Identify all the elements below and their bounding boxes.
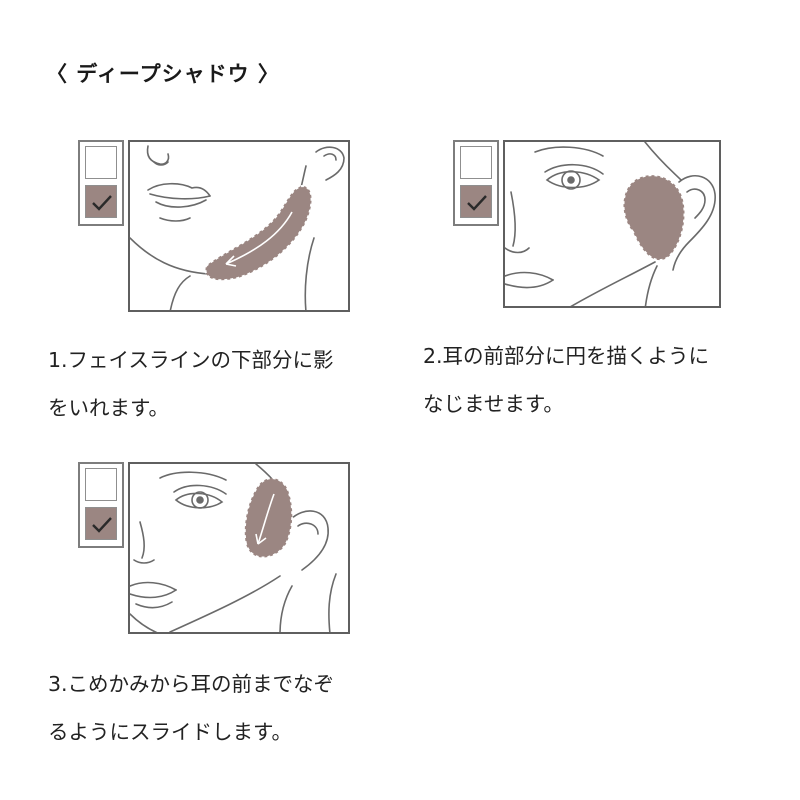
- caption-line: 3.こめかみから耳の前までなぞ: [48, 672, 335, 696]
- palette-swatch-selected: [460, 185, 492, 218]
- shadow-area: [204, 184, 313, 282]
- step-caption: 3.こめかみから耳の前までなぞ るようにスライドします。: [48, 660, 378, 756]
- check-icon: [92, 195, 112, 211]
- face-illustration-jawline: [128, 140, 350, 312]
- check-icon: [467, 195, 487, 211]
- shadow-area: [622, 174, 686, 261]
- caption-line: 2.耳の前部分に円を描くように: [423, 344, 710, 368]
- shadow-palette: [78, 462, 124, 548]
- shadow-palette: [78, 140, 124, 226]
- step-caption: 1.フェイスラインの下部分に影 をいれます。: [48, 336, 378, 432]
- caption-line: をいれます。: [48, 396, 169, 420]
- face-illustration-ear: [503, 140, 721, 308]
- face-illustration-temple: [128, 462, 350, 634]
- palette-swatch-empty: [460, 146, 492, 179]
- step-caption: 2.耳の前部分に円を描くように なじませます。: [423, 332, 763, 428]
- caption-line: るようにスライドします。: [48, 720, 292, 744]
- shadow-area: [243, 477, 294, 559]
- page-title: 〈 ディープシャドウ 〉: [46, 62, 280, 86]
- shadow-palette: [453, 140, 499, 226]
- palette-swatch-empty: [85, 468, 117, 501]
- palette-swatch-empty: [85, 146, 117, 179]
- palette-swatch-selected: [85, 185, 117, 218]
- palette-swatch-selected: [85, 507, 117, 540]
- caption-line: 1.フェイスラインの下部分に影: [48, 348, 334, 372]
- check-icon: [92, 517, 112, 533]
- caption-line: なじませます。: [423, 392, 564, 416]
